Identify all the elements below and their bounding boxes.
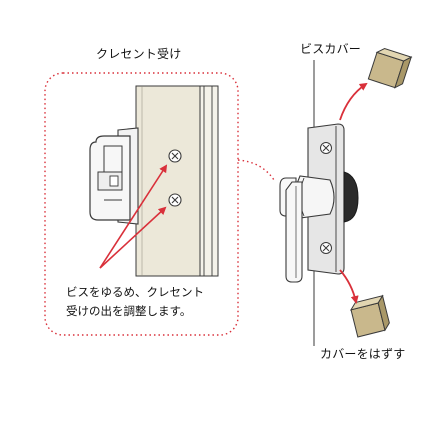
window-frame-detail: [135, 85, 219, 277]
screw-cover-top: [367, 47, 413, 89]
callout-connector: [237, 159, 275, 181]
instruction-line-2: 受けの出を調整します。: [66, 304, 192, 318]
pointer-arrow-screw-top: [99, 164, 168, 269]
arrow-cover-off-bottom: [339, 269, 359, 304]
adjust-screw-bottom: [168, 193, 182, 207]
label-remove-cover: カバーをはずす: [320, 347, 406, 361]
lock-screw-bottom: [320, 242, 332, 254]
label-crescent-receiver: クレセント受け: [96, 47, 182, 61]
lock-screw-top: [320, 142, 332, 154]
detail-callout-frame: [44, 72, 239, 336]
crescent-lock-assembly: [279, 123, 359, 283]
screw-cover-bottom: [349, 294, 390, 338]
arrow-cover-off-top: [339, 82, 368, 121]
crescent-receiver-part: [89, 127, 139, 225]
adjust-screw-top: [168, 149, 182, 163]
instruction-line-1: ビスをゆるめ、クレセント: [66, 285, 204, 299]
instruction-text: ビスをゆるめ、クレセント 受けの出を調整します。: [66, 283, 204, 321]
label-screw-cover: ビスカバー: [300, 42, 362, 56]
pointer-arrow-screw-bottom: [99, 206, 167, 269]
